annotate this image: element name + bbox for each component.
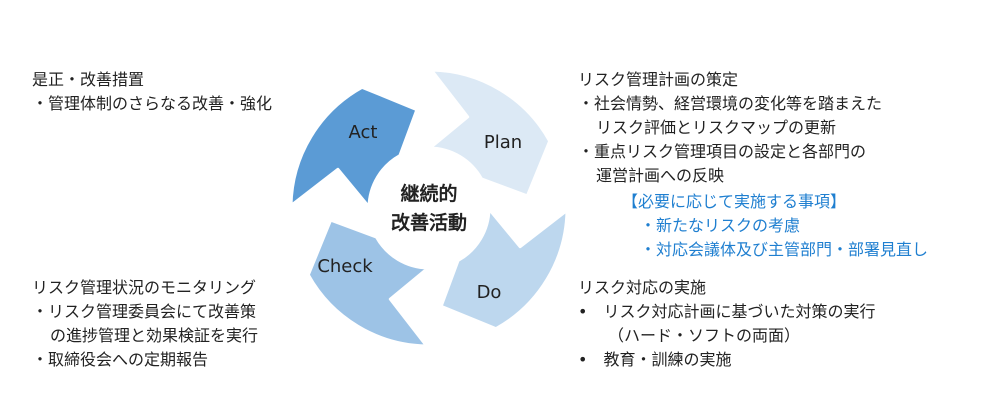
do-heading: リスク対応の実施 — [578, 278, 707, 297]
plan-item-continued: 運営計画への反映 — [596, 166, 725, 185]
check-item: ・取締役会への定期報告 — [32, 350, 209, 369]
do-label: Do — [477, 282, 502, 303]
do-description: リスク対応の実施 • リスク対応計画に基づいた対策の実行 （ハード・ソフトの両面… — [578, 276, 875, 372]
optional-item: ・対応会議体及び主管部門・部署見直し — [640, 240, 929, 259]
act-heading: 是正・改善措置 — [32, 70, 145, 89]
center-label-line1: 継続的 — [400, 182, 457, 205]
optional-item: ・新たなリスクの考慮 — [640, 216, 801, 235]
plan-label: Plan — [484, 132, 522, 153]
plan-item: ・社会情勢、経営環境の変化等を踏まえた — [578, 94, 883, 113]
do-item: • 教育・訓練の実施 — [578, 350, 732, 369]
check-heading: リスク管理状況のモニタリング — [32, 278, 257, 297]
act-description: 是正・改善措置 ・管理体制のさらなる改善・強化 — [32, 68, 272, 116]
center-label-line2: 改善活動 — [391, 211, 467, 234]
check-label: Check — [317, 256, 373, 277]
act-label: Act — [349, 122, 378, 143]
plan-description: リスク管理計画の策定 ・社会情勢、経営環境の変化等を踏まえた リスク評価とリスク… — [578, 68, 882, 188]
do-item: • リスク対応計画に基づいた対策の実行 — [578, 302, 876, 321]
optional-heading: 【必要に応じて実施する事項】 — [622, 192, 847, 211]
plan-optional-items: 【必要に応じて実施する事項】 ・新たなリスクの考慮 ・対応会議体及び主管部門・部… — [622, 190, 928, 262]
plan-heading: リスク管理計画の策定 — [578, 70, 739, 89]
act-item: ・管理体制のさらなる改善・強化 — [32, 94, 273, 113]
plan-item-continued: リスク評価とリスクマップの更新 — [596, 118, 837, 137]
do-item-continued: （ハード・ソフトの両面） — [608, 326, 801, 345]
center-circle — [369, 148, 489, 268]
check-item-continued: の進捗管理と効果検証を実行 — [50, 326, 259, 345]
plan-item: ・重点リスク管理項目の設定と各部門の — [578, 142, 867, 161]
check-item: ・リスク管理委員会にて改善策 — [32, 302, 257, 321]
check-description: リスク管理状況のモニタリング ・リスク管理委員会にて改善策 の進捗管理と効果検証… — [32, 276, 258, 372]
